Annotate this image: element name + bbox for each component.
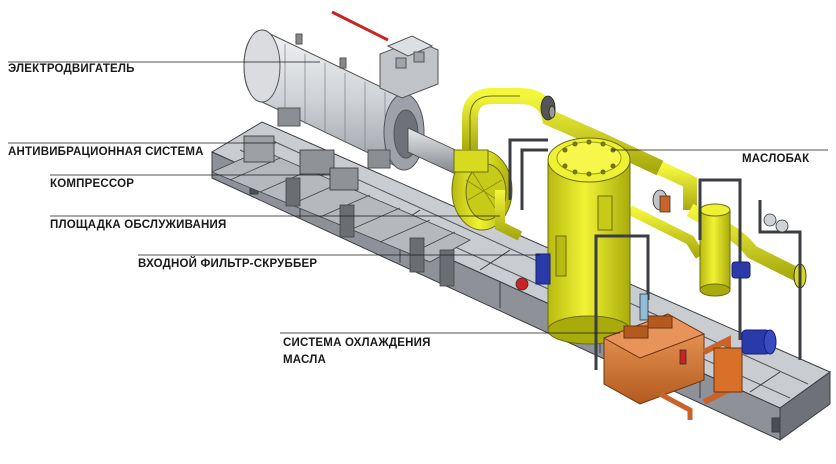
label-electric-motor: ЭЛЕКТРОДВИГАТЕЛЬ [8,63,135,75]
label-oil-cooling-line2: МАСЛА [283,354,326,366]
label-antivibration-system: АНТИВИБРАЦИОННАЯ СИСТЕМА [8,146,204,158]
label-maintenance-platform: ПЛОЩАДКА ОБСЛУЖИВАНИЯ [50,219,227,231]
label-oil-cooling-line1: СИСТЕМА ОХЛАЖДЕНИЯ [283,337,431,349]
label-oil-tank: МАСЛОБАК [742,153,810,165]
label-oil-cooling-system: СИСТЕМА ОХЛАЖДЕНИЯ МАСЛА [283,335,431,369]
inlet-filter-scrubber [699,203,731,297]
antivibration-mounts [243,135,359,191]
leader-lines [8,61,828,334]
electric-motor [243,10,439,171]
oil-cooling-system [602,313,743,420]
oil-tank [547,137,631,345]
instruments [515,195,789,365]
support-frames [508,138,802,370]
label-inlet-filter-scrubber: ВХОДНОЙ ФИЛЬТР-СКРУББЕР [138,258,318,270]
oil-pump-motors [535,253,777,355]
label-compressor: КОМПРЕССОР [50,178,135,190]
